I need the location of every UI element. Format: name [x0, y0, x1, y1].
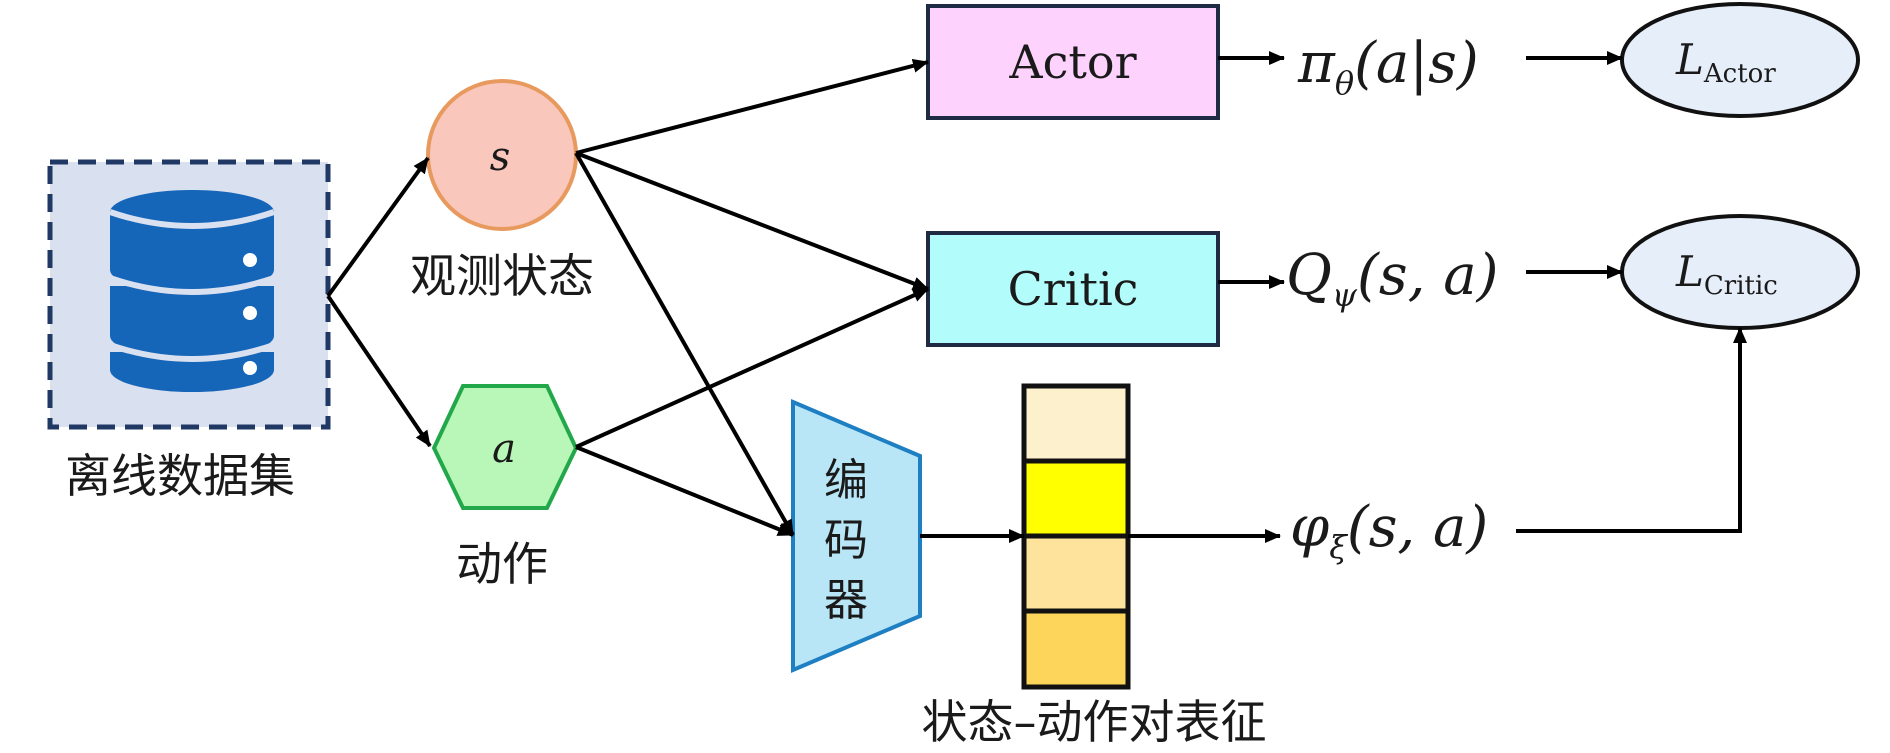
database-icon: [109, 190, 275, 392]
arrow-dataset-to-state: [326, 156, 430, 298]
actor-label: Actor: [1008, 35, 1136, 89]
action-node: a 动作: [431, 384, 579, 591]
critic-block: Critic: [926, 231, 1220, 347]
representation-label: 状态–动作对表征: [922, 695, 1267, 749]
critic-loss: LCritic: [1620, 214, 1860, 330]
state-node: s 观测状态: [410, 79, 594, 303]
rep-cell-2: [1021, 458, 1131, 539]
representation-vector: 状态–动作对表征: [922, 383, 1267, 749]
policy-head: π: [1297, 31, 1336, 96]
rep-cell-3: [1021, 533, 1131, 614]
q-subscript: ψ: [1332, 276, 1358, 314]
rep-cell-4: [1021, 608, 1131, 690]
phi-head: φ: [1290, 495, 1329, 560]
policy-output: πθ(a|s): [1297, 31, 1479, 102]
svg-text:Qψ(s, a): Qψ(s, a): [1286, 243, 1498, 314]
offline-dataset: 离线数据集: [47, 159, 331, 503]
policy-args: (a|s): [1354, 31, 1479, 96]
svg-text:φξ(s, a): φξ(s, a): [1290, 495, 1488, 566]
policy-subscript: θ: [1335, 64, 1354, 102]
q-args: (s, a): [1357, 243, 1498, 308]
svg-text:πθ(a|s): πθ(a|s): [1297, 31, 1479, 102]
phi-output: φξ(s, a): [1290, 495, 1488, 566]
svg-text:LActor: LActor: [1675, 35, 1776, 89]
encoder-char-1: 编: [824, 455, 868, 506]
action-label: 动作: [456, 537, 548, 591]
arrow-state-to-encoder: [574, 152, 795, 536]
actor-loss-sub: Actor: [1703, 59, 1776, 89]
state-symbol: s: [490, 134, 511, 180]
phi-args: (s, a): [1347, 495, 1488, 560]
critic-loss-head: L: [1675, 247, 1704, 296]
svg-text:LCritic: LCritic: [1675, 247, 1778, 301]
encoder-char-2: 码: [824, 515, 868, 566]
critic-loss-sub: Critic: [1704, 271, 1778, 301]
dataset-label: 离线数据集: [65, 449, 295, 503]
arrow-phi-to-critic-loss: [1516, 327, 1747, 533]
state-label: 观测状态: [410, 249, 594, 303]
actor-box: [926, 4, 1220, 120]
action-symbol: a: [492, 426, 516, 472]
rep-cell-1: [1021, 383, 1131, 464]
actor-loss: LActor: [1620, 2, 1860, 118]
critic-box: [926, 231, 1220, 347]
encoder-char-3: 器: [824, 575, 868, 626]
q-output: Qψ(s, a): [1286, 243, 1498, 314]
actor-block: Actor: [926, 4, 1220, 120]
arrows: [326, 51, 1747, 543]
q-head: Q: [1286, 243, 1332, 308]
arrow-state-to-actor: [575, 58, 929, 155]
arrow-dataset-to-action: [326, 294, 432, 448]
actor-loss-head: L: [1675, 35, 1704, 84]
arrow-action-to-critic: [575, 287, 929, 449]
encoder-block: 编 码 器: [791, 398, 922, 674]
arrow-state-to-critic: [575, 151, 929, 291]
critic-label: Critic: [1008, 262, 1139, 316]
arrow-action-to-encoder: [575, 445, 794, 537]
encoder-trapezoid: [791, 398, 922, 674]
phi-subscript: ξ: [1329, 528, 1348, 566]
